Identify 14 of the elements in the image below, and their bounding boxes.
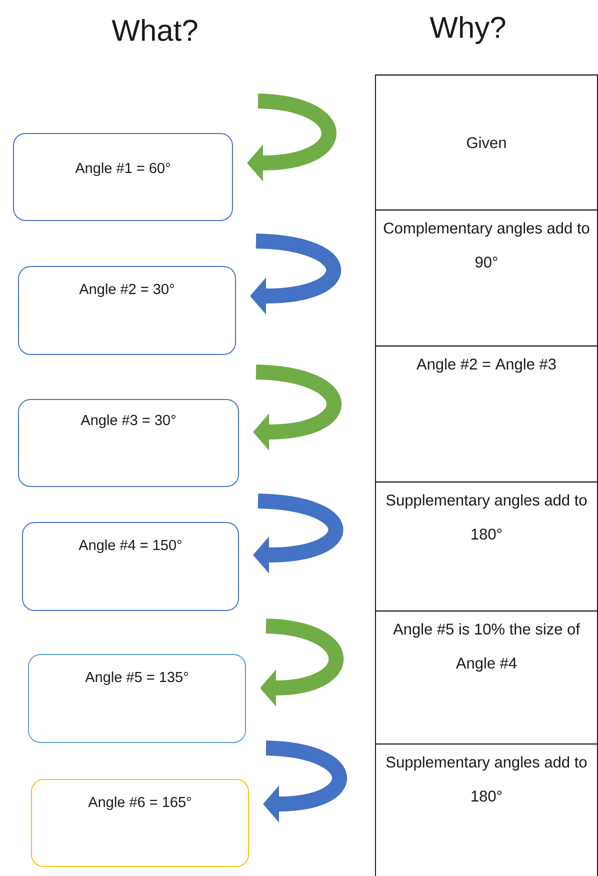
table-cell: Angle #5 is 10% the size of Angle #4 <box>375 610 598 744</box>
table-cell: Supplementary angles add to 180° <box>375 482 598 612</box>
value-box: Angle #3 = 30° <box>18 399 239 487</box>
table-cell: Supplementary angles add to 180° <box>375 744 598 876</box>
value-box: Angle #2 = 30° <box>18 266 236 355</box>
value-box: Angle #5 = 135° <box>28 654 246 743</box>
column-heading: Why? <box>430 16 506 44</box>
table-cell: Complementary angles add to 90° <box>375 210 598 346</box>
table-cell: Given <box>375 74 598 210</box>
value-box: Angle #6 = 165° <box>31 779 249 867</box>
column-heading: What? <box>112 19 198 42</box>
table-cell: Angle #2 = Angle #3 <box>375 346 598 482</box>
value-box: Angle #1 = 60° <box>13 133 233 221</box>
value-box: Angle #4 = 150° <box>22 522 239 611</box>
